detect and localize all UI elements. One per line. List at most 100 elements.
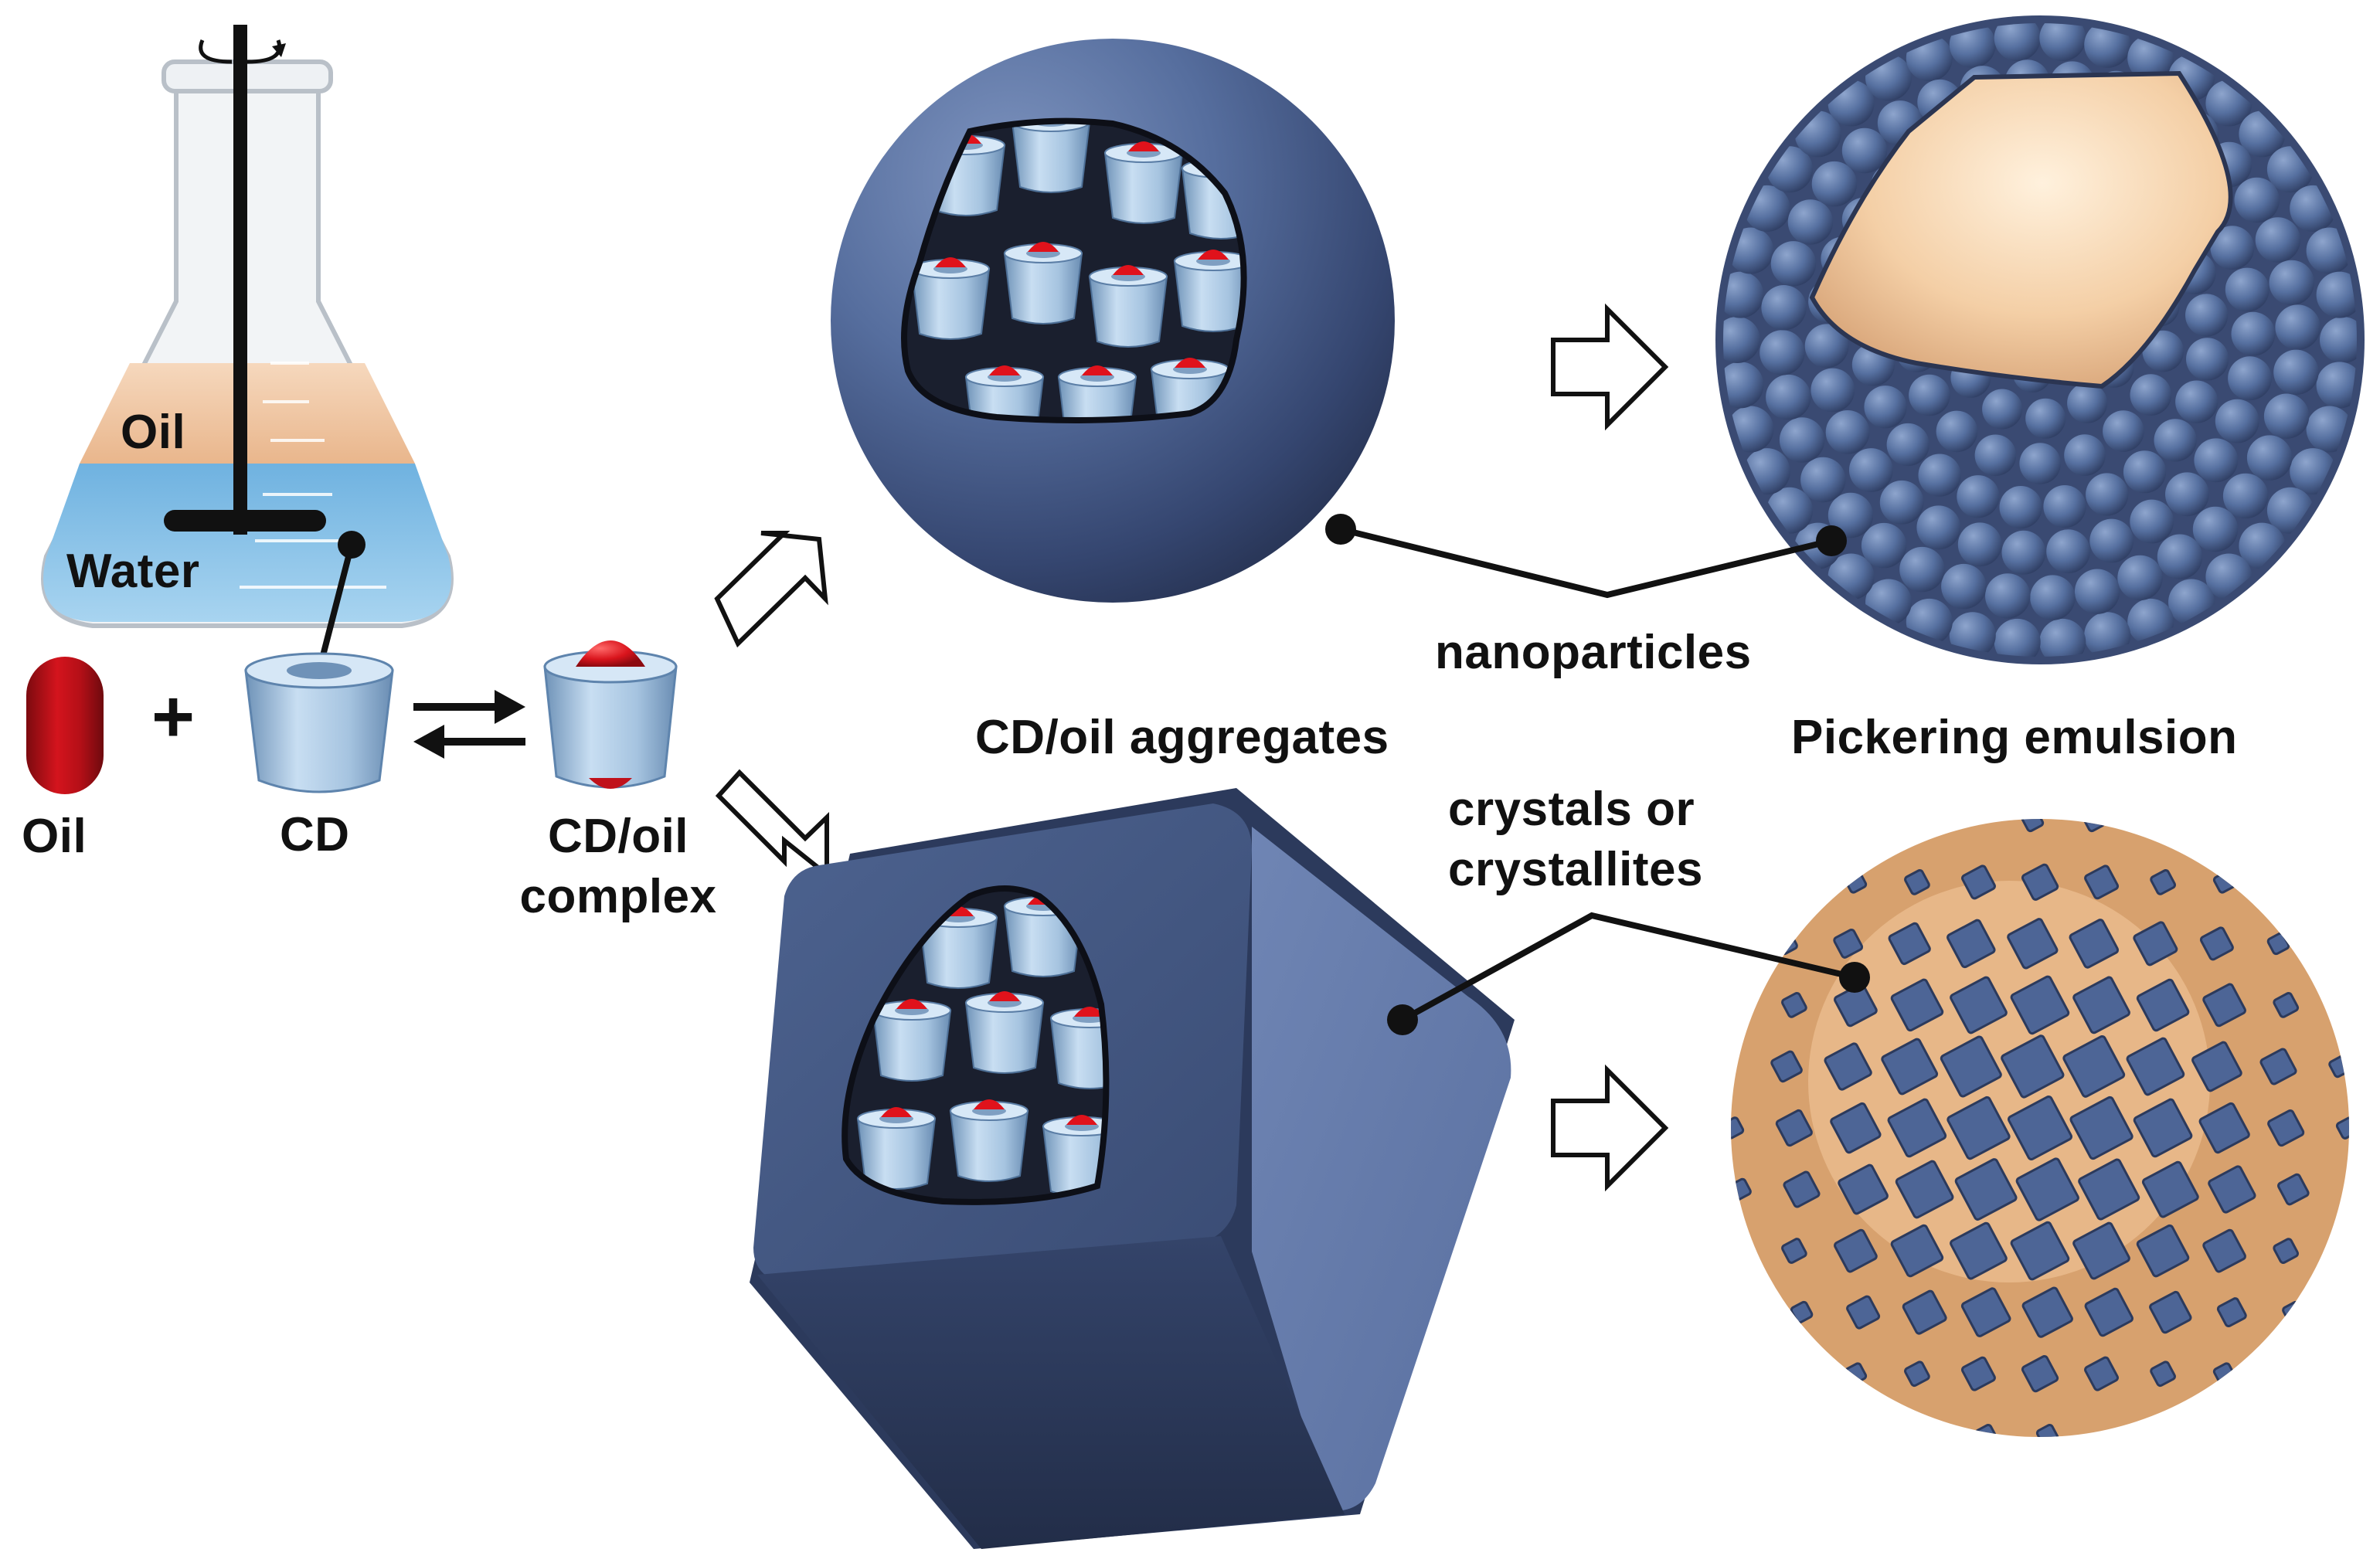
crystal-tile — [2069, 1096, 2134, 1160]
flask-water-label: Water — [66, 545, 200, 598]
nanoparticle-bead — [1994, 23, 2041, 62]
pickering-emulsion-sphere — [1715, 15, 2365, 664]
nanoparticle-bead — [1941, 563, 1987, 610]
nanoparticle-bead — [1825, 410, 1870, 454]
crystal-tile — [2078, 1158, 2140, 1221]
crystal-tile — [2202, 1228, 2246, 1273]
nanoparticle-bead — [1864, 386, 1907, 429]
crystal-tile — [1946, 919, 1996, 969]
crystal-tile — [2198, 1102, 2250, 1154]
rotation-arrow-icon — [199, 39, 281, 64]
nanoparticle-bead — [1957, 475, 2000, 518]
crystal-tile — [2084, 865, 2120, 900]
nanoparticle-bead — [1766, 374, 1811, 420]
crystal-tile — [2335, 1116, 2349, 1140]
flask-oil-label: Oil — [121, 406, 186, 459]
crystal-tile — [2084, 1356, 2119, 1391]
crystal-tile — [1887, 1098, 1947, 1158]
crystal-tile — [1960, 1287, 2011, 1337]
nanoparticle-bead — [2255, 217, 2301, 263]
nanoparticle-bead — [1999, 486, 2042, 529]
nanoparticle-bead — [1918, 453, 1961, 497]
crystals-label-line2: crystallites — [1448, 843, 1703, 896]
crystal-tile — [1961, 865, 1996, 900]
nanoparticle-bead — [2067, 382, 2108, 423]
water-phase-layer — [43, 464, 451, 622]
nanoparticle-bead — [1916, 505, 1961, 550]
nanoparticle-bead — [1909, 374, 1950, 416]
nanoparticle-bead — [2039, 618, 2086, 657]
crystal-tile — [2133, 921, 2178, 966]
nanoparticle-bead — [1861, 522, 1907, 569]
nanoparticle-bead — [1770, 241, 1817, 287]
crystal-tile — [2007, 918, 2059, 970]
nanoparticle-bead — [1787, 199, 1834, 245]
nanoparticle-bead — [2316, 271, 2357, 318]
nanoparticle-bead — [1957, 522, 2002, 567]
crystal-tile — [2149, 1290, 2192, 1334]
crystal-tile — [1846, 1295, 1881, 1330]
crystal-tile — [1783, 1170, 1821, 1208]
nanoparticle-bead — [2320, 317, 2357, 363]
nanoparticle-bead — [2215, 399, 2259, 443]
pickering-label: Pickering emulsion — [1791, 711, 2238, 764]
plus-sign: + — [151, 675, 196, 758]
nanoparticle-bead — [2117, 555, 2163, 601]
nanoparticles-label: nanoparticles — [1435, 626, 1752, 679]
nanoparticle-bead — [2263, 393, 2310, 439]
nanoparticle-bead — [1828, 492, 1874, 538]
crystal-tile — [1904, 1360, 1930, 1388]
crystals-leader — [1401, 912, 1855, 1023]
crystal-pickering-sphere — [1731, 819, 2349, 1437]
aggregate-sphere — [831, 39, 1395, 603]
flask — [41, 25, 454, 628]
crystal-tile — [1834, 1228, 1878, 1273]
crystal-tile — [1940, 1035, 2002, 1098]
crystal-tile — [2208, 1165, 2256, 1214]
crystal-tile — [2021, 863, 2059, 901]
nanoparticle-bead — [2228, 356, 2272, 401]
oil-core — [1809, 70, 2233, 389]
nanoparticle-bead — [2275, 304, 2320, 350]
crystal-tile — [2021, 1286, 2073, 1338]
arrow-to-crystal-pickering-icon — [1551, 1064, 1669, 1192]
nanoparticle-bead — [1974, 434, 2017, 477]
crystal-tile — [2084, 1287, 2134, 1337]
crystal-tile — [2072, 1221, 2130, 1280]
complex-label-line1: CD/oil — [547, 810, 689, 863]
crystals-label-line1: crystals or — [1448, 783, 1695, 836]
nanoparticle-bead — [2025, 398, 2066, 439]
crystal-tile — [1781, 991, 1807, 1018]
crystal-tile — [1960, 1356, 1996, 1391]
nanoparticle-bead — [2103, 410, 2144, 452]
nanoparticle-bead — [1985, 573, 2031, 619]
nanoparticle-bead — [2165, 472, 2209, 517]
nanoparticles-leader — [1340, 526, 1832, 599]
crystal-tile — [1902, 1289, 1947, 1335]
nanoparticle-bead — [1994, 618, 2041, 657]
nanoparticle-bead — [1936, 410, 1978, 453]
crystal-tile — [2150, 869, 2177, 895]
crystal-tile — [2277, 1173, 2310, 1206]
crystal-tile — [2007, 1095, 2073, 1161]
nanoparticle-bead — [1779, 417, 1825, 463]
nanoparticle-bead — [2154, 419, 2197, 462]
nanoparticle-bead — [2231, 311, 2276, 356]
nanoparticle-bead — [1849, 448, 1893, 492]
crystal-tile — [2015, 1157, 2079, 1221]
crystal-tile — [2267, 1109, 2305, 1147]
crystal-tile — [2191, 1041, 2242, 1092]
oil-molecule-icon — [26, 657, 104, 794]
flask-to-cd-pointer — [318, 544, 355, 665]
arrow-to-crystal-icon — [715, 769, 829, 880]
crystal-tile — [1946, 1096, 2011, 1160]
crystal-tile — [2021, 1355, 2059, 1393]
nanoparticle-bead — [1723, 317, 1760, 363]
crystal-tile — [2001, 1034, 2065, 1099]
crystal-tile — [2035, 1424, 2059, 1437]
stirrer-paddle — [164, 510, 326, 532]
crystal-tile — [2259, 1048, 2297, 1085]
crystal-tile — [1731, 1116, 1745, 1140]
crystal-tile — [1838, 1163, 1889, 1215]
